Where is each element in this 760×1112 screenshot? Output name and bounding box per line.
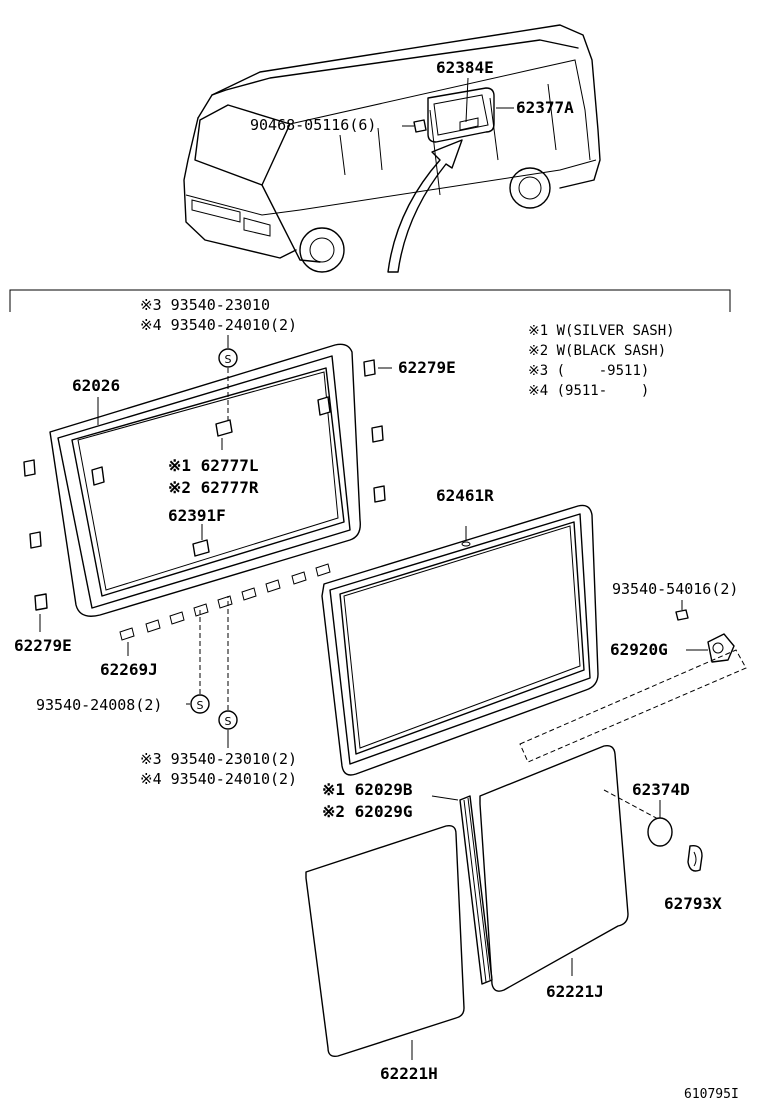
label-62269J: 62269J	[100, 660, 158, 679]
label-62777L: ※1 62777L	[168, 456, 259, 475]
label-ref3-top: ※3 93540-23010	[140, 296, 270, 314]
label-ref3-bottom: ※3 93540-23010(2)	[140, 750, 298, 768]
label-62279E-top: 62279E	[398, 358, 456, 377]
label-ref4-bottom: ※4 93540-24010(2)	[140, 770, 298, 788]
label-62221J: 62221J	[546, 982, 604, 1001]
glass-62221H	[305, 824, 465, 1060]
svg-text:S: S	[197, 699, 204, 712]
label-62461R: 62461R	[436, 486, 494, 505]
label-62920G: 62920G	[610, 640, 668, 659]
label-62777R: ※2 62777R	[168, 478, 259, 497]
legend-note-2: ※2 W(BLACK SASH)	[528, 343, 667, 359]
label-93540-54016: 93540-54016(2)	[612, 580, 739, 598]
legend-note-3: ※3 ( -9511)	[528, 363, 650, 379]
label-90468-05116: 90468-05116(6)	[250, 116, 377, 134]
van-illustration	[183, 24, 601, 273]
section-bracket	[9, 289, 731, 312]
label-62029B: ※1 62029B	[322, 780, 413, 799]
svg-text:S: S	[225, 715, 232, 728]
glass-62221J	[479, 744, 629, 992]
label-62029G: ※2 62029G	[322, 802, 413, 821]
label-62221H: 62221H	[380, 1064, 438, 1083]
divider-62029	[431, 795, 493, 985]
latch-parts	[519, 600, 747, 872]
label-ref4-top: ※4 93540-24010(2)	[140, 316, 298, 334]
svg-text:S: S	[225, 353, 232, 366]
label-62026: 62026	[72, 376, 121, 395]
label-62793X: 62793X	[664, 894, 722, 913]
label-62384E: 62384E	[436, 58, 494, 77]
legend-note-4: ※4 (9511- )	[528, 383, 650, 399]
sash-62461R	[321, 504, 599, 776]
label-62374D: 62374D	[632, 780, 690, 799]
label-62377A: 62377A	[516, 98, 574, 117]
label-93540-24008: 93540-24008(2)	[36, 696, 163, 714]
legend-note-1: ※1 W(SILVER SASH)	[528, 323, 675, 339]
label-62391F: 62391F	[168, 506, 226, 525]
label-62279E-bottom: 62279E	[14, 636, 72, 655]
frame-62026: S S S	[23, 335, 392, 748]
footer-code: 610795I	[684, 1087, 739, 1102]
